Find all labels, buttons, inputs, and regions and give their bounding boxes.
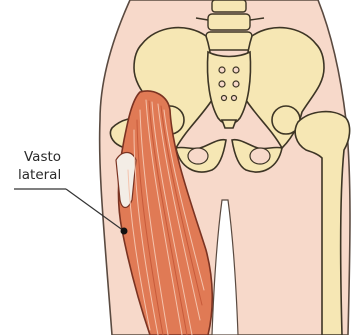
label-lateral: lateral bbox=[18, 169, 61, 183]
label-vasto: Vasto bbox=[24, 151, 61, 165]
label-pointer-dot bbox=[121, 228, 128, 235]
